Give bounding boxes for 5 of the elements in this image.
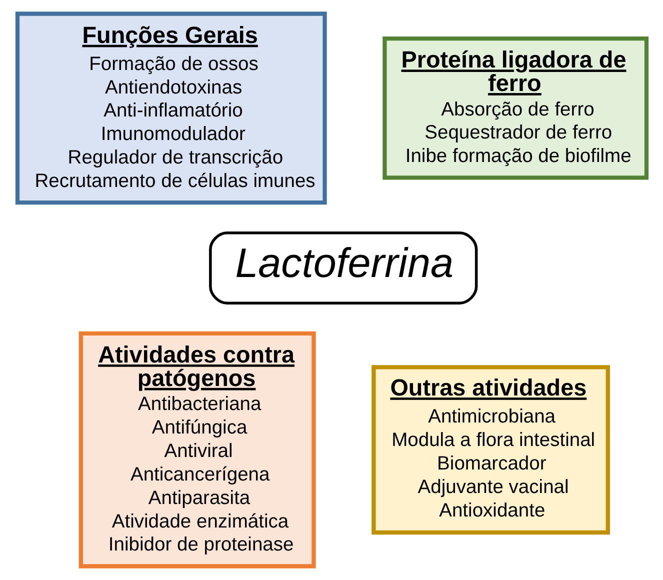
node-box: Atividades contra patógenos Antibacteriana Antifúngica Antiviral Anticancerígena Antiparasita Atividade enzimática Inibidor de proteinase: [78, 331, 316, 568]
node-box: Lactoferrina: [208, 231, 478, 304]
node-box: Funções Gerais Formação de ossos Antiendotoxinas Anti-inflamatório Imunomodulador Regulador de transcrição Recrutamento de células imunes: [14, 12, 326, 205]
node-box: Proteína ligadora de ferro Absorção de ferro Sequestrador de ferro Inibe formação de biofilme: [382, 36, 648, 180]
node-box: Outras atividades Antimicrobiana Modula a flora intestinal Biomarcador Adjuvante vacinal Antioxidante: [371, 365, 610, 535]
